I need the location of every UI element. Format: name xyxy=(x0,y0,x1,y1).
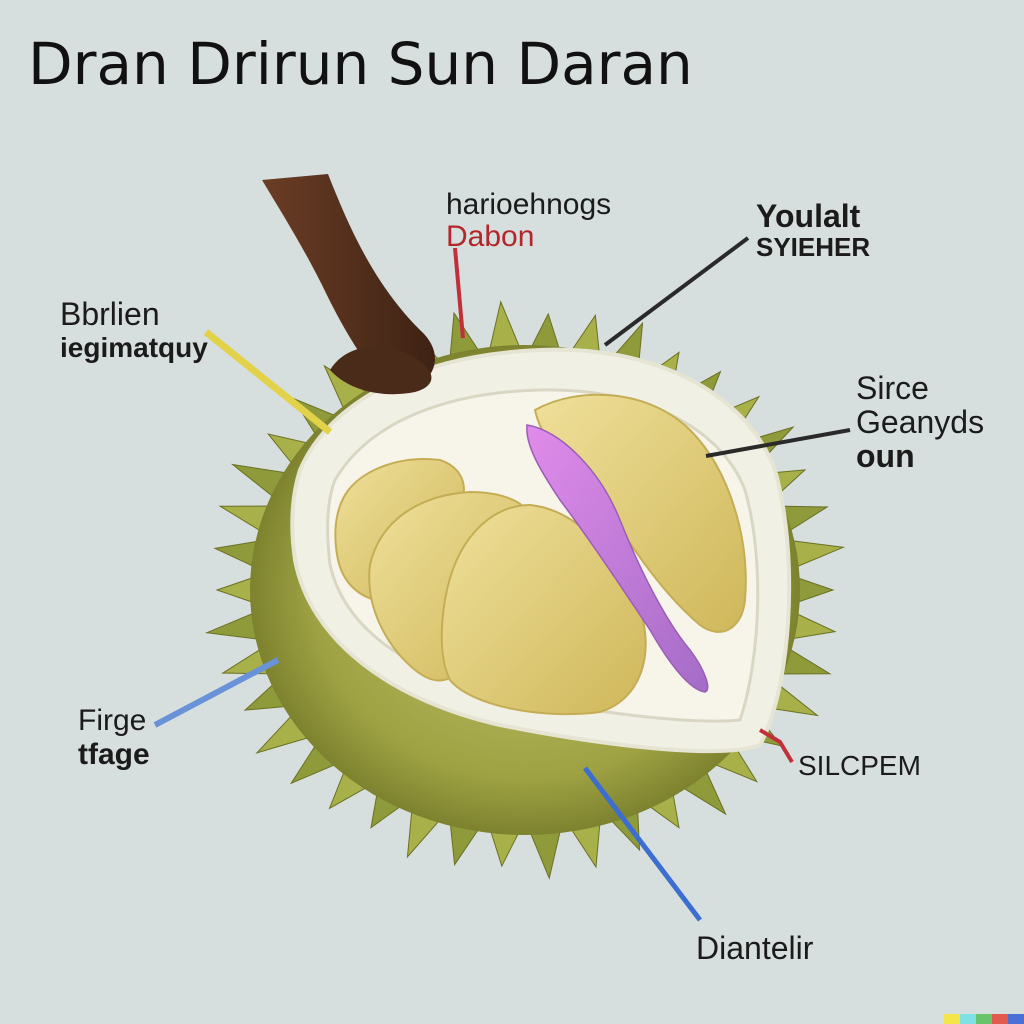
diagram-title: Dran Drirun Sun Daran xyxy=(28,30,693,98)
color-strip-swatch xyxy=(944,1014,960,1024)
color-strip xyxy=(944,1014,1024,1024)
label-top-right-line2: SYIEHER xyxy=(756,232,871,262)
label-top-right-line1: Youlalt xyxy=(756,198,861,234)
stem xyxy=(262,174,435,392)
flesh-lobe-3 xyxy=(440,503,647,716)
label-right-mid-line3: oun xyxy=(856,438,915,474)
color-strip-swatch xyxy=(992,1014,1008,1024)
callout-line-left-upper xyxy=(203,329,333,435)
label-top-center-line1: harioehnogs xyxy=(446,188,612,221)
label-right-mid-line1: Sirce xyxy=(856,370,929,406)
label-top-right: Youlalt SYIEHER xyxy=(756,200,870,260)
label-right-lower-line1: SILCPEM xyxy=(798,750,921,781)
label-top-center-line2: Dabon xyxy=(446,220,535,253)
color-strip-swatch xyxy=(1008,1014,1024,1024)
label-left-upper-line1: Bbrlien xyxy=(60,296,160,332)
callout-line-right-lower xyxy=(758,728,794,764)
label-left-lower: Firge tfage xyxy=(78,706,150,770)
callout-line-left-lower xyxy=(153,657,280,728)
color-strip-swatch xyxy=(960,1014,976,1024)
seed xyxy=(526,424,709,693)
color-strip-swatch xyxy=(976,1014,992,1024)
label-left-upper: Bbrlien iegimatquy xyxy=(60,298,208,362)
label-bottom: Diantelir xyxy=(696,932,813,964)
label-right-lower: SILCPEM xyxy=(798,752,921,780)
callout-line-top-right xyxy=(603,236,750,347)
label-right-mid-line2: Geanyds xyxy=(856,404,985,440)
label-right-mid: Sirce Geanyds oun xyxy=(856,372,984,472)
callout-line-bottom xyxy=(583,766,702,922)
label-bottom-line1: Diantelir xyxy=(696,930,814,966)
stem-base xyxy=(330,346,432,395)
label-left-lower-line2: tfage xyxy=(78,738,150,771)
label-top-center: harioehnogs Dabon xyxy=(446,190,611,252)
label-left-lower-line1: Firge xyxy=(78,704,147,737)
callout-line-right-mid xyxy=(705,428,851,458)
label-left-upper-line2: iegimatquy xyxy=(60,332,208,363)
callout-line-top-center xyxy=(453,247,465,339)
